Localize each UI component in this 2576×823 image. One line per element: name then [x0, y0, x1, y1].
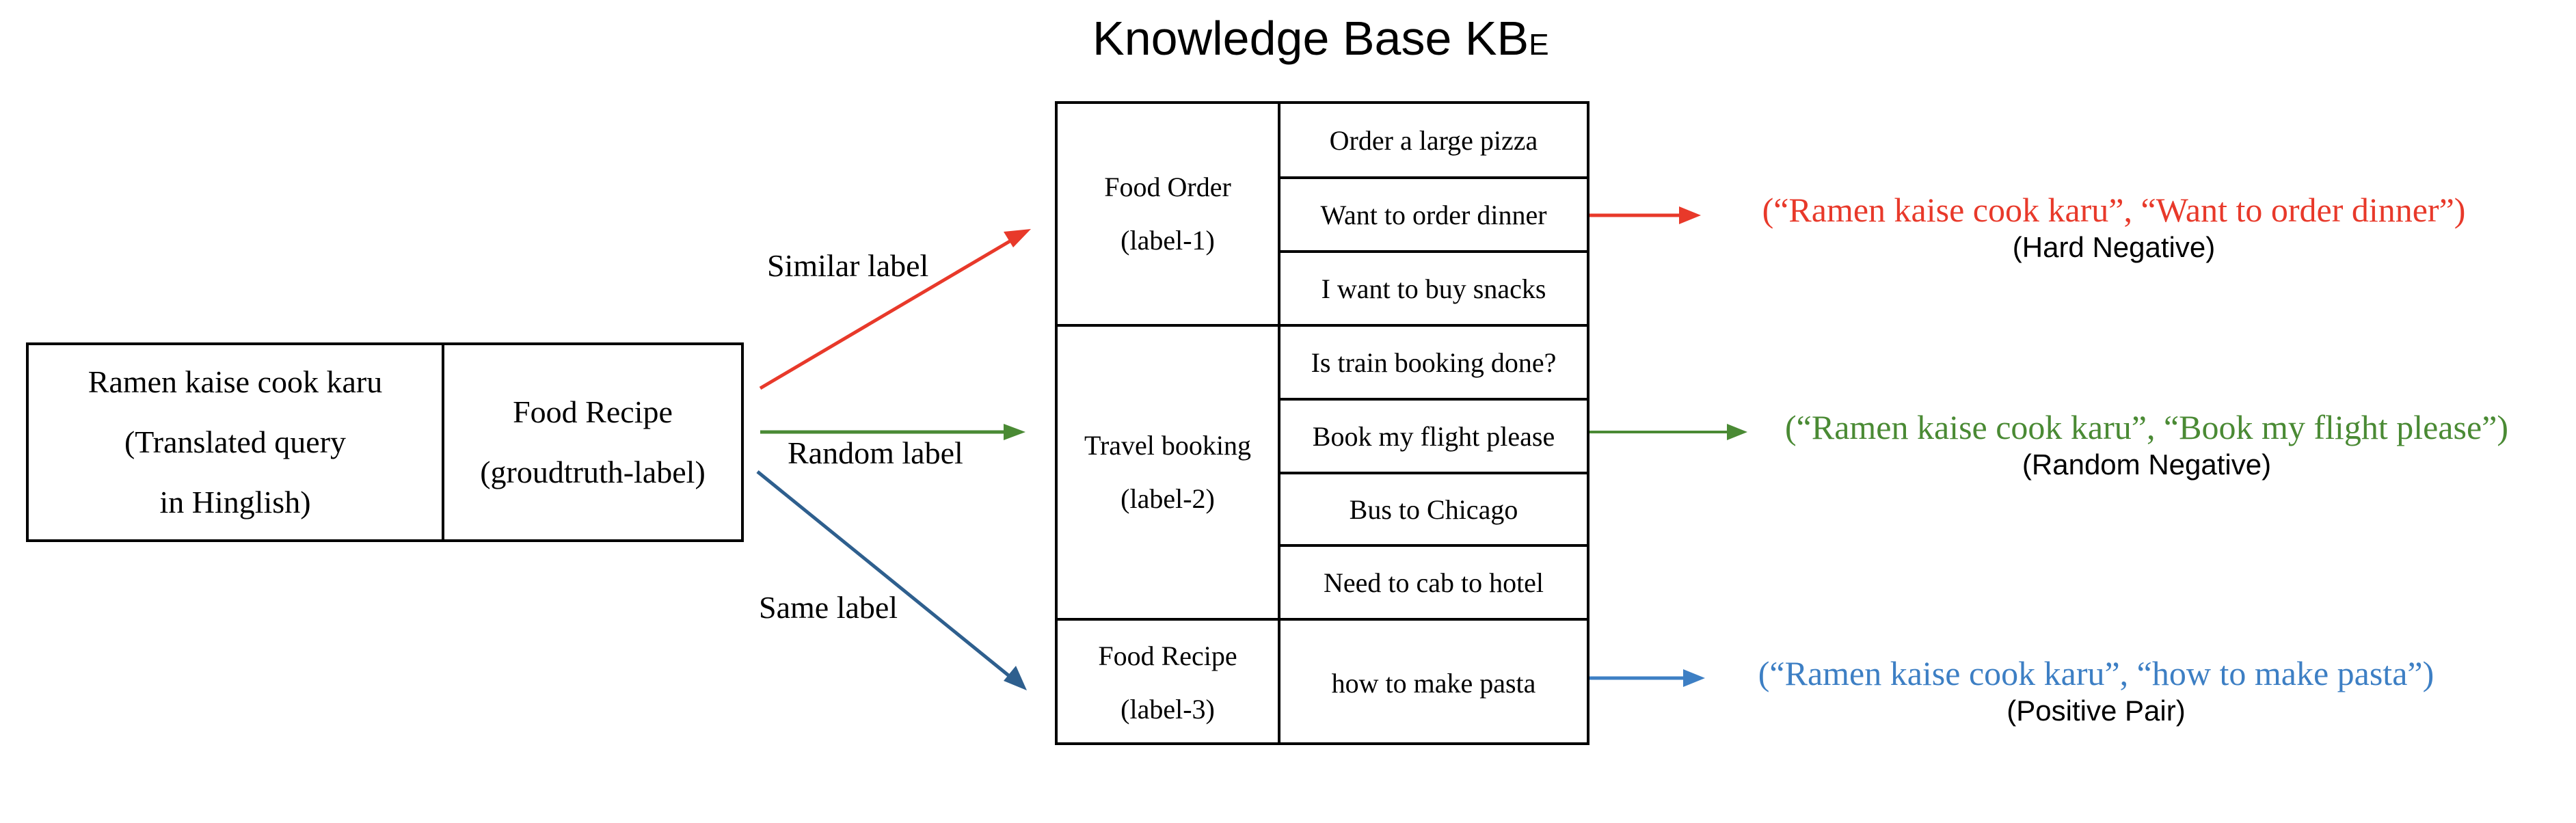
kb-example: Book my flight please	[1312, 420, 1555, 452]
random-arrowhead	[1004, 424, 1025, 440]
similar-label-arrow	[759, 237, 1015, 390]
hard-negative-pair: (“Ramen kaise cook karu”, “Want to order…	[1762, 191, 2466, 229]
edge-label-random: Random label	[788, 435, 963, 470]
similar-arrowhead	[1004, 229, 1031, 247]
title-main: Knowledge Base KB	[1092, 12, 1529, 65]
diagram-title: Knowledge Base KBE	[1092, 11, 1549, 66]
kb-label-food-recipe: Food Recipe (label-3)	[1058, 621, 1278, 745]
same-arrowhead	[1004, 666, 1027, 690]
hard-negative-kind: (Hard Negative)	[2012, 231, 2216, 263]
kb-label-line: Travel booking	[1084, 430, 1252, 461]
kb-example: how to make pasta	[1331, 667, 1536, 699]
kb-label-line: (label-2)	[1121, 483, 1215, 514]
kb-example: I want to buy snacks	[1321, 273, 1546, 304]
query-text-line: (Translated query	[124, 424, 347, 459]
positive-pair-output: (“Ramen kaise cook karu”, “how to make p…	[1700, 653, 2493, 727]
positive-pair-kind: (Positive Pair)	[2007, 694, 2186, 727]
query-text-cell: Ramen kaise cook karu (Translated query …	[29, 345, 444, 539]
kb-label-line: (label-3)	[1121, 694, 1215, 725]
query-box: Ramen kaise cook karu (Translated query …	[26, 342, 744, 542]
kb-label-line: (label-1)	[1121, 225, 1215, 256]
kb-row-divider	[1278, 472, 1587, 474]
kb-example: Order a large pizza	[1329, 124, 1538, 156]
same-label-arrow	[756, 470, 1013, 679]
kb-label-food-order: Food Order (label-1)	[1058, 104, 1278, 324]
positive-pair-arrowhead	[1683, 669, 1705, 687]
kb-group-divider	[1058, 324, 1587, 327]
kb-label-line: Food Order	[1104, 172, 1231, 202]
query-text-line: in Hinglish)	[159, 485, 311, 520]
kb-row-divider	[1278, 250, 1587, 253]
query-label-line: Food Recipe	[513, 394, 673, 429]
query-label-cell: Food Recipe (groudtruth-label)	[444, 345, 741, 539]
query-label-line: (groudtruth-label)	[480, 455, 706, 489]
kb-group-divider	[1058, 618, 1587, 621]
query-text-line: Ramen kaise cook karu	[88, 364, 383, 399]
kb-example: Want to order dinner	[1320, 199, 1547, 230]
kb-example: Is train booking done?	[1311, 347, 1557, 378]
kb-column-divider	[1278, 104, 1280, 742]
kb-row-divider	[1278, 176, 1587, 179]
kb-label-travel-booking: Travel booking (label-2)	[1058, 327, 1278, 618]
kb-label-line: Food Recipe	[1098, 640, 1237, 671]
kb-example: Bus to Chicago	[1349, 494, 1518, 525]
random-negative-arrowhead	[1727, 424, 1747, 440]
title-subscript: E	[1529, 28, 1549, 62]
kb-row-divider	[1278, 544, 1587, 547]
positive-pair: (“Ramen kaise cook karu”, “how to make p…	[1758, 654, 2434, 692]
knowledge-base-table: Food Order (label-1) Travel booking (lab…	[1055, 101, 1589, 745]
hard-negative-arrowhead	[1679, 206, 1701, 224]
random-negative-output: (“Ramen kaise cook karu”, “Book my fligh…	[1736, 407, 2557, 481]
kb-row-divider	[1278, 398, 1587, 401]
random-negative-kind: (Random Negative)	[2022, 448, 2272, 481]
random-negative-pair: (“Ramen kaise cook karu”, “Book my fligh…	[1785, 408, 2508, 446]
hard-negative-output: (“Ramen kaise cook karu”, “Want to order…	[1704, 190, 2524, 264]
kb-example: Need to cab to hotel	[1323, 567, 1544, 598]
edge-label-same: Same label	[759, 590, 898, 625]
edge-label-similar: Similar label	[767, 248, 929, 283]
